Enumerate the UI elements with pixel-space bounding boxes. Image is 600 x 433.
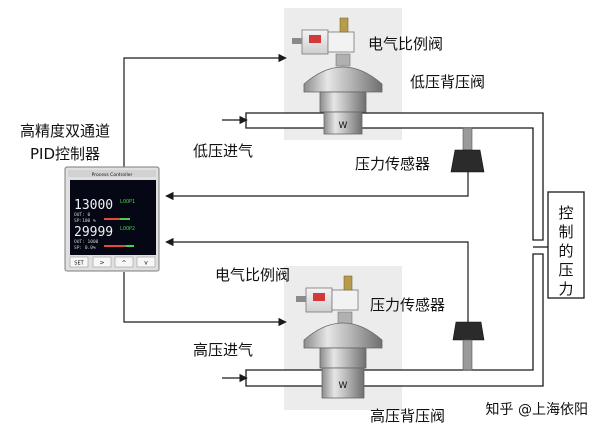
low-pressure-inlet-label: 低压进气 bbox=[193, 142, 253, 160]
loop1-tag: LOOP1 bbox=[120, 199, 135, 205]
loop2-tag: LOOP2 bbox=[120, 226, 135, 232]
bottom-valve-dome bbox=[303, 322, 383, 349]
low-pressure-pipe bbox=[245, 112, 544, 241]
controller-right-label: > bbox=[99, 260, 104, 267]
sub1a: OUT: 0 bbox=[74, 212, 91, 218]
controller-set-button[interactable] bbox=[69, 256, 89, 268]
controller-title-line2: PID控制器 bbox=[30, 145, 100, 163]
signal-from-top-sensor bbox=[165, 172, 469, 201]
loop2-bar bbox=[104, 245, 126, 247]
control-pressure-char-5: 力 bbox=[558, 280, 573, 298]
svg-text:W: W bbox=[339, 381, 348, 391]
sub1b: SP:100 % bbox=[74, 218, 96, 224]
control-pressure-box: 控 制 的 压 力 bbox=[533, 191, 585, 299]
controller-title-line1: 高精度双通道 bbox=[20, 122, 110, 140]
pressure-sensor-top-label: 压力传感器 bbox=[355, 155, 430, 173]
bottom-valve-body bbox=[321, 367, 365, 399]
pv2-value: 29999 bbox=[74, 225, 113, 240]
controller-right-button[interactable] bbox=[92, 256, 112, 268]
top-valve-dome bbox=[303, 66, 383, 93]
loop1-bar bbox=[104, 218, 120, 220]
control-pressure-char-3: 的 bbox=[558, 242, 573, 260]
controller-down-label: v bbox=[144, 260, 148, 267]
controller-set-label: SET bbox=[74, 261, 84, 267]
bottom-proportional-valve-label: 电气比例阀 bbox=[215, 266, 290, 284]
control-pressure-char-4: 压 bbox=[558, 261, 573, 279]
signal-to-bottom-valve bbox=[123, 272, 287, 327]
signal-to-top-valve bbox=[123, 53, 287, 168]
top-valve-display bbox=[309, 35, 321, 43]
bottom-valve-assembly: W bbox=[296, 275, 383, 399]
controller-header: Process Controller bbox=[92, 172, 133, 178]
piping bbox=[245, 112, 544, 387]
controller-screen bbox=[70, 180, 156, 255]
bottom-valve-display bbox=[313, 293, 325, 301]
sub2a: OUT: 1000 bbox=[74, 239, 99, 245]
loop2-bar-green bbox=[126, 245, 134, 247]
sub2b: SP: 0.0% bbox=[74, 245, 96, 251]
bottom-pressure-sensor bbox=[452, 321, 485, 371]
high-pressure-pipe bbox=[245, 253, 544, 387]
signal-lines bbox=[123, 53, 469, 383]
control-pressure-char-2: 制 bbox=[558, 223, 573, 241]
top-proportional-valve-label: 电气比例阀 bbox=[368, 35, 443, 53]
watermark: 知乎 @上海依阳 bbox=[486, 401, 588, 418]
controller-up-button[interactable] bbox=[114, 256, 134, 268]
pid-controller: Process Controller 13000 LOOP1 OUT: 0 SP… bbox=[64, 166, 160, 272]
low-back-pressure-valve-label: 低压背压阀 bbox=[410, 73, 485, 91]
top-valve-body bbox=[323, 111, 363, 135]
controller-down-button[interactable] bbox=[136, 256, 156, 268]
pv1-value: 13000 bbox=[74, 198, 113, 213]
pressure-sensor-bottom-label: 压力传感器 bbox=[370, 296, 445, 314]
controller-up-label: ^ bbox=[121, 260, 126, 267]
svg-text:W: W bbox=[339, 121, 348, 131]
top-valve-assembly: W bbox=[292, 17, 383, 135]
high-pressure-inlet-label: 高压进气 bbox=[193, 341, 253, 359]
top-pressure-sensor bbox=[450, 127, 485, 173]
high-back-pressure-valve-label: 高压背压阀 bbox=[370, 407, 445, 425]
loop1-bar-green bbox=[120, 218, 130, 220]
signal-from-bottom-sensor bbox=[165, 237, 469, 322]
control-pressure-char-1: 控 bbox=[558, 204, 573, 222]
